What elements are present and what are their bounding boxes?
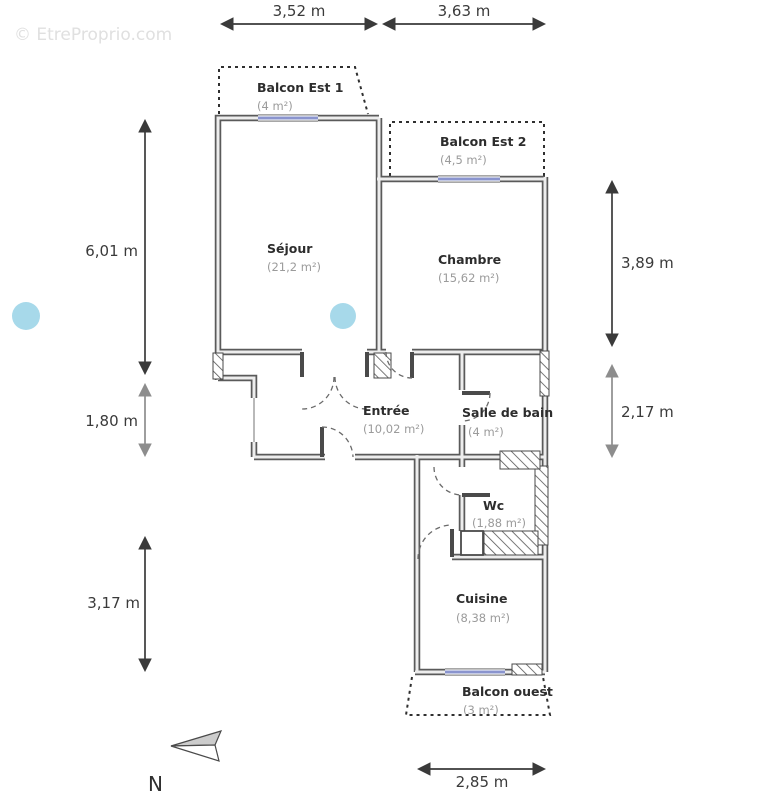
area-balcon-est-2: (4,5 m²) bbox=[440, 153, 487, 167]
area-balcon-ouest: (3 m²) bbox=[463, 703, 499, 717]
room-labels: Balcon Est 1 (4 m²) Balcon Est 2 (4,5 m²… bbox=[257, 80, 553, 717]
north-compass: N bbox=[148, 730, 223, 796]
area-salle-de-bain: (4 m²) bbox=[468, 425, 504, 439]
entree-side-window bbox=[250, 398, 258, 442]
duct-hatch bbox=[539, 350, 550, 397]
duct-hatch bbox=[534, 465, 549, 546]
dim-right-lower: 2,17 m bbox=[621, 403, 674, 421]
label-balcon-est-1: Balcon Est 1 bbox=[257, 80, 344, 95]
area-chambre: (15,62 m²) bbox=[438, 271, 499, 285]
door-swing-arcs bbox=[301, 351, 491, 560]
door-jambs bbox=[300, 352, 490, 557]
balcon-est-2-outline bbox=[389, 121, 545, 176]
cupboard-box bbox=[460, 530, 484, 556]
label-chambre: Chambre bbox=[438, 252, 501, 267]
chambre-window bbox=[438, 174, 500, 184]
dim-left-middle: 1,80 m bbox=[85, 412, 138, 430]
label-sejour: Séjour bbox=[267, 241, 313, 256]
duct-hatch bbox=[212, 352, 224, 380]
duct-hatch bbox=[499, 450, 541, 470]
north-arrow-icon bbox=[170, 744, 220, 762]
duct-hatch bbox=[373, 352, 392, 379]
duct-hatch bbox=[483, 530, 539, 556]
dim-top-left: 3,52 m bbox=[273, 2, 326, 20]
dim-bottom: 2,85 m bbox=[456, 773, 509, 791]
watermark-dot-center bbox=[330, 303, 356, 329]
area-wc: (1,88 m²) bbox=[472, 516, 526, 530]
area-sejour: (21,2 m²) bbox=[267, 260, 321, 274]
walls bbox=[214, 114, 549, 676]
dim-right-upper: 3,89 m bbox=[621, 254, 674, 272]
balcony-outlines bbox=[218, 66, 552, 716]
north-label: N bbox=[148, 772, 163, 796]
label-balcon-ouest: Balcon ouest bbox=[462, 684, 553, 699]
label-entree: Entrée bbox=[363, 403, 410, 418]
area-balcon-est-1: (4 m²) bbox=[257, 99, 293, 113]
area-entree: (10,02 m²) bbox=[363, 422, 424, 436]
label-balcon-est-2: Balcon Est 2 bbox=[440, 134, 527, 149]
dim-left-lower: 3,17 m bbox=[87, 594, 140, 612]
cuisine-window bbox=[445, 667, 505, 677]
windows bbox=[250, 113, 505, 677]
area-cuisine: (8,38 m²) bbox=[456, 611, 510, 625]
duct-hatch bbox=[511, 663, 543, 676]
north-arrow-icon bbox=[170, 730, 223, 747]
dim-top-right: 3,63 m bbox=[438, 2, 491, 20]
dim-left-upper: 6,01 m bbox=[85, 242, 138, 260]
label-salle-de-bain: Salle de bain bbox=[462, 405, 553, 420]
sejour-window bbox=[258, 113, 318, 123]
label-cuisine: Cuisine bbox=[456, 591, 507, 606]
label-wc: Wc bbox=[483, 498, 504, 513]
site-watermark: © EtreProprio.com bbox=[14, 25, 172, 45]
hatched-sections bbox=[212, 350, 550, 676]
balcon-est-1-outline bbox=[218, 66, 369, 115]
dimensions: 3,52 m 3,63 m 6,01 m 1,80 m 3,17 m 3,89 … bbox=[85, 2, 674, 791]
watermark-dot-left bbox=[12, 302, 40, 330]
